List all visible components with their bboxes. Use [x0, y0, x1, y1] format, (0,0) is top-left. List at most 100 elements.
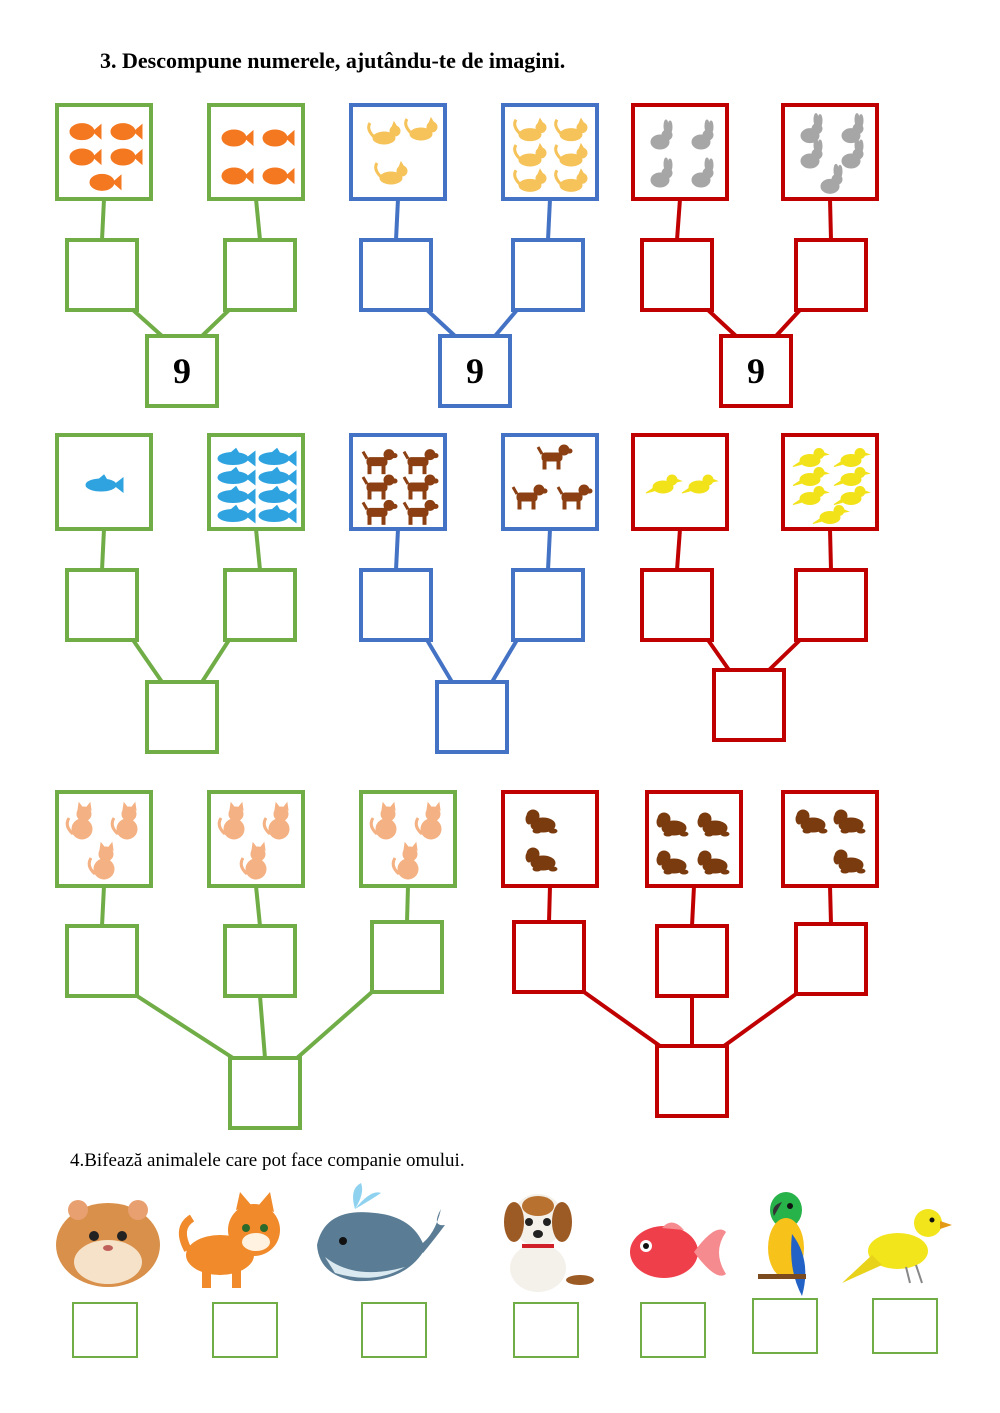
whale-icon — [317, 1183, 445, 1282]
connector-line — [100, 885, 106, 927]
answer-box[interactable] — [512, 920, 586, 994]
connector-line — [131, 638, 164, 684]
connector-line — [828, 885, 833, 925]
picture-box-blue-fish — [207, 433, 305, 531]
picture-box-canary — [781, 433, 879, 531]
total-box[interactable] — [712, 668, 786, 742]
connector-line — [135, 994, 235, 1060]
picture-frame — [501, 790, 599, 888]
picture-box-cat — [501, 103, 599, 201]
connector-line — [828, 528, 833, 571]
connector-line — [394, 528, 400, 571]
goldfish-icon — [630, 1222, 726, 1278]
puppy-icon — [504, 1194, 594, 1292]
checkbox-canary[interactable] — [872, 1298, 938, 1354]
picture-box-dog — [501, 433, 599, 531]
picture-box-puppy — [501, 790, 599, 888]
tree-7 — [55, 790, 457, 1130]
connector-line — [200, 638, 231, 684]
answer-box[interactable] — [794, 238, 868, 312]
connector-line — [100, 528, 106, 571]
picture-box-sitting-cat — [55, 790, 153, 888]
answer-box[interactable] — [65, 238, 139, 312]
answer-box[interactable] — [794, 568, 868, 642]
connector-line — [394, 198, 400, 241]
answer-box[interactable] — [359, 568, 433, 642]
picture-box-sitting-cat — [207, 790, 305, 888]
answer-box[interactable] — [640, 238, 714, 312]
picture-box-rabbit — [631, 103, 729, 201]
answer-box[interactable] — [359, 238, 433, 312]
connector-line — [706, 308, 738, 338]
connector-line — [254, 528, 262, 571]
connector-line — [675, 198, 682, 241]
tree-2: 9 — [349, 103, 599, 408]
tree-8 — [501, 790, 879, 1118]
connector-line — [200, 308, 231, 338]
connector-line — [425, 638, 454, 684]
connector-line — [546, 528, 552, 571]
picture-box-sitting-cat — [359, 790, 457, 888]
answer-box[interactable] — [223, 238, 297, 312]
answer-box[interactable] — [65, 568, 139, 642]
answer-box[interactable] — [65, 924, 139, 998]
picture-box-puppy — [781, 790, 879, 888]
total-box[interactable] — [145, 680, 219, 754]
answer-box[interactable] — [370, 920, 444, 994]
answer-box[interactable] — [655, 924, 729, 998]
connector-line — [546, 198, 552, 241]
answer-box[interactable] — [223, 568, 297, 642]
picture-box-canary — [631, 433, 729, 531]
total-box[interactable] — [438, 334, 512, 408]
parrot-icon — [758, 1192, 806, 1296]
answer-box[interactable] — [640, 568, 714, 642]
checkbox-kitten[interactable] — [212, 1302, 278, 1358]
answer-box[interactable] — [794, 922, 868, 996]
answer-box[interactable] — [223, 924, 297, 998]
answer-box[interactable] — [511, 568, 585, 642]
tree-5 — [349, 433, 599, 754]
connector-line — [490, 638, 519, 684]
connector-line — [547, 885, 552, 923]
connector-line — [722, 992, 798, 1048]
picture-box-clownfish — [55, 103, 153, 201]
connector-line — [295, 990, 374, 1060]
connector-line — [258, 995, 267, 1059]
checkbox-whale[interactable] — [361, 1302, 427, 1358]
connector-line — [493, 308, 519, 338]
picture-frame — [501, 433, 599, 531]
total-box[interactable] — [145, 334, 219, 408]
total-box[interactable] — [655, 1044, 729, 1118]
connector-line — [828, 198, 833, 241]
connector-line — [690, 885, 696, 927]
total-box[interactable] — [435, 680, 509, 754]
tree-1: 9 — [55, 103, 305, 408]
picture-frame — [631, 103, 729, 201]
checkbox-goldfish[interactable] — [640, 1302, 706, 1358]
connector-line — [767, 638, 802, 672]
pet-checkboxes — [72, 1298, 938, 1358]
connector-line — [405, 885, 410, 923]
total-box[interactable] — [719, 334, 793, 408]
connector-line — [675, 528, 682, 571]
connector-line — [706, 638, 731, 672]
answer-box[interactable] — [511, 238, 585, 312]
connector-line — [774, 308, 802, 338]
checkbox-parrot[interactable] — [752, 1298, 818, 1354]
total-number: 9 — [747, 351, 765, 391]
hamster-icon — [56, 1200, 160, 1287]
picture-frame — [207, 103, 305, 201]
picture-box-rabbit — [781, 103, 879, 201]
connector-line — [582, 990, 662, 1048]
total-number: 9 — [173, 351, 191, 391]
total-box[interactable] — [228, 1056, 302, 1130]
picture-box-clownfish — [207, 103, 305, 201]
pets-row — [56, 1183, 952, 1296]
picture-box-blue-fish — [55, 433, 153, 531]
canary-icon — [842, 1209, 952, 1284]
picture-box-dog — [349, 433, 447, 531]
checkbox-hamster[interactable] — [72, 1302, 138, 1358]
picture-box-puppy — [645, 790, 743, 888]
checkbox-puppy[interactable] — [513, 1302, 579, 1358]
